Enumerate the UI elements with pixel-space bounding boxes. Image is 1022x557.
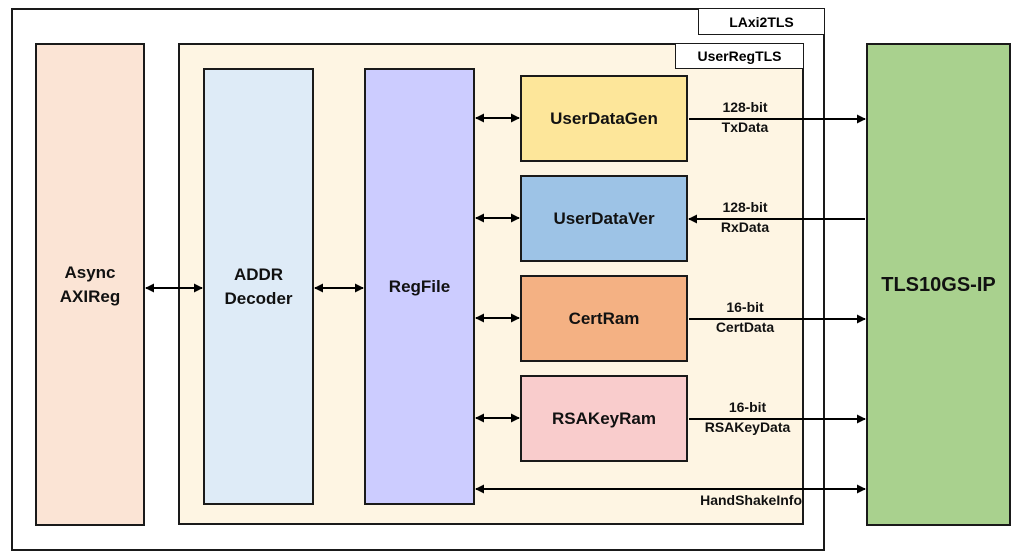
- rxdata-label: 128-bit RxData: [690, 197, 800, 237]
- rsa-key-ram-label: RSAKeyRam: [552, 408, 656, 428]
- addr-decoder-block: ADDR Decoder: [203, 68, 314, 505]
- handshake-label: HandShakeInfo: [700, 492, 802, 508]
- certdata-name: CertData: [715, 319, 775, 335]
- tls-ip-label: TLS10GS-IP: [881, 273, 996, 296]
- rxdata-width: 128-bit: [722, 199, 768, 215]
- cert-ram-label: CertRam: [568, 308, 640, 328]
- txdata-width: 128-bit: [722, 99, 768, 115]
- txdata-name: TxData: [721, 119, 769, 135]
- certdata-width: 16-bit: [726, 299, 764, 315]
- userregtls-label: UserRegTLS: [675, 43, 804, 69]
- async-axireg-line1: Async: [64, 262, 116, 282]
- tls-ip-block: TLS10GS-IP: [866, 43, 1011, 526]
- txdata-label: 128-bit TxData: [690, 97, 800, 137]
- laxi2tls-label: LAxi2TLS: [698, 8, 825, 35]
- user-data-gen-block: UserDataGen: [520, 75, 688, 162]
- user-data-ver-label: UserDataVer: [553, 208, 655, 228]
- rxdata-name: RxData: [720, 219, 770, 235]
- addr-decoder-line2: Decoder: [224, 288, 293, 308]
- rsakeydata-width: 16-bit: [728, 399, 767, 415]
- async-axireg-block: Async AXIReg: [35, 43, 145, 526]
- rsakeydata-label: 16-bit RSAKeyData: [690, 397, 805, 437]
- addr-decoder-line1: ADDR: [233, 264, 284, 284]
- regfile-block: RegFile: [364, 68, 475, 505]
- rsa-key-ram-block: RSAKeyRam: [520, 375, 688, 462]
- certdata-label: 16-bit CertData: [690, 297, 800, 337]
- user-data-gen-label: UserDataGen: [550, 108, 658, 128]
- async-axireg-line2: AXIReg: [59, 286, 121, 306]
- user-data-ver-block: UserDataVer: [520, 175, 688, 262]
- rsakeydata-name: RSAKeyData: [704, 419, 791, 435]
- regfile-label: RegFile: [388, 276, 451, 296]
- cert-ram-block: CertRam: [520, 275, 688, 362]
